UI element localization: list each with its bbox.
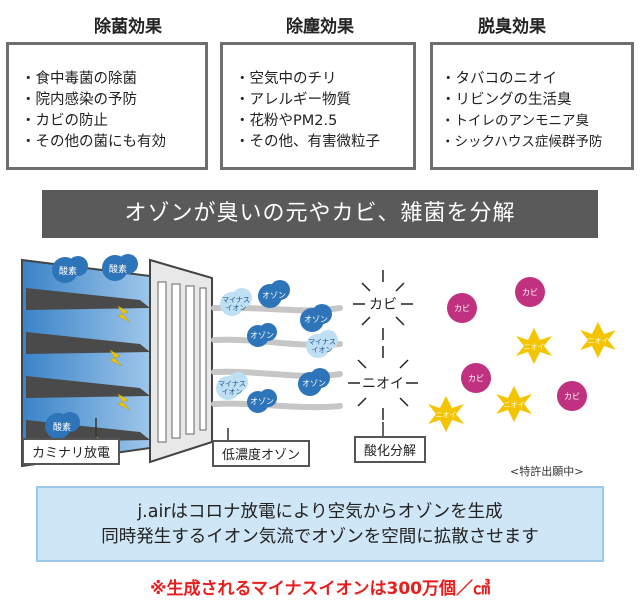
odor-text: ニオイ <box>362 376 404 392</box>
svg-text:イオン: イオン <box>222 388 243 396</box>
minus-ion-note: ※生成されるマイナスイオンは300万個／㎤ <box>150 579 490 599</box>
ozone-label: オゾン <box>250 397 274 406</box>
ozone-label: オゾン <box>302 379 326 388</box>
list-item: 空気中のチリ <box>235 69 407 90</box>
ozone-cloud <box>247 280 332 413</box>
headline-banner: オゾンが臭いの元やカビ、雑菌を分解 <box>42 190 598 238</box>
effect-box-deodorize: タバコのニオイ リビングの生活臭 トイレのアンモニア臭 シックハウス症候群予防 <box>430 42 634 170</box>
mold-text: カビ <box>369 297 397 313</box>
mold-label: カビ <box>454 304 470 313</box>
odor-label: ニオイ <box>436 411 457 419</box>
tag-oxidation: 酸化分解 <box>354 436 427 463</box>
oxygen-cloud <box>45 254 138 439</box>
effect-title-deodorize: 脱臭効果 <box>478 17 546 37</box>
ozone-label: オゾン <box>262 291 286 300</box>
minus-ion-label: マイナス <box>308 338 336 346</box>
info-line-2: 同時発生するイオン気流でオゾンを空間に拡散させます <box>101 527 539 547</box>
oxygen-label: 酸素 <box>109 263 127 275</box>
tag-discharge: カミナリ放電 <box>22 438 121 465</box>
list-item: トイレのアンモニア臭 <box>441 111 625 132</box>
minus-ion-label: マイナス <box>218 380 246 388</box>
mold-icon <box>447 277 587 411</box>
oxygen-label: 酸素 <box>59 265 77 277</box>
patent-pending-note: <特許出願中> <box>510 465 584 478</box>
list-item: カビの防止 <box>21 111 199 132</box>
list-item: 院内感染の予防 <box>21 90 199 111</box>
electrode-blades <box>26 288 150 442</box>
ozone-label: オゾン <box>304 315 328 324</box>
odor-label: ニオイ <box>504 401 525 409</box>
odor-label: ニオイ <box>588 337 609 345</box>
mold-label: カビ <box>564 392 580 401</box>
svg-text:イオン: イオン <box>226 304 247 312</box>
mold-label: カビ <box>468 374 484 383</box>
odor-icon <box>428 322 616 432</box>
tag-low-ozone: 低濃度オゾン <box>212 440 311 467</box>
ozone-label: オゾン <box>250 331 274 340</box>
effect-box-sterilize: 食中毒菌の除菌 院内感染の予防 カビの防止 その他の菌にも有効 <box>6 42 208 170</box>
list-item: タバコのニオイ <box>441 69 625 90</box>
list-item: リビングの生活臭 <box>441 90 625 111</box>
svg-text:イオン: イオン <box>312 346 333 354</box>
mold-label: カビ <box>522 288 538 297</box>
list-item: その他の菌にも有効 <box>21 132 199 153</box>
ion-cloud <box>216 288 338 400</box>
info-box: j.airはコロナ放電により空気からオゾンを生成 同時発生するイオン気流でオゾン… <box>36 486 604 562</box>
effect-title-dust: 除塵効果 <box>286 17 354 37</box>
effect-box-dust: 空気中のチリ アレルギー物質 花粉やPM2.5 その他、有害微粒子 <box>220 42 416 170</box>
list-item: その他、有害微粒子 <box>235 132 407 153</box>
list-item: アレルギー物質 <box>235 90 407 111</box>
info-line-1: j.airはコロナ放電により空気からオゾンを生成 <box>137 502 503 522</box>
decomposition-burst <box>348 270 418 420</box>
minus-ion-label: マイナス <box>222 296 250 304</box>
odor-label: ニオイ <box>524 343 545 351</box>
list-item: 食中毒菌の除菌 <box>21 69 199 90</box>
list-item: シックハウス症候群予防 <box>441 132 625 153</box>
ozone-process-illustration: 酸素 酸素 酸素 マイナスイオン マイナスイオン マイナスイオン オゾン オゾン… <box>21 254 616 468</box>
effect-title-sterilize: 除菌効果 <box>94 17 162 37</box>
oxygen-label: 酸素 <box>53 421 71 433</box>
list-item: 花粉やPM2.5 <box>235 111 407 132</box>
